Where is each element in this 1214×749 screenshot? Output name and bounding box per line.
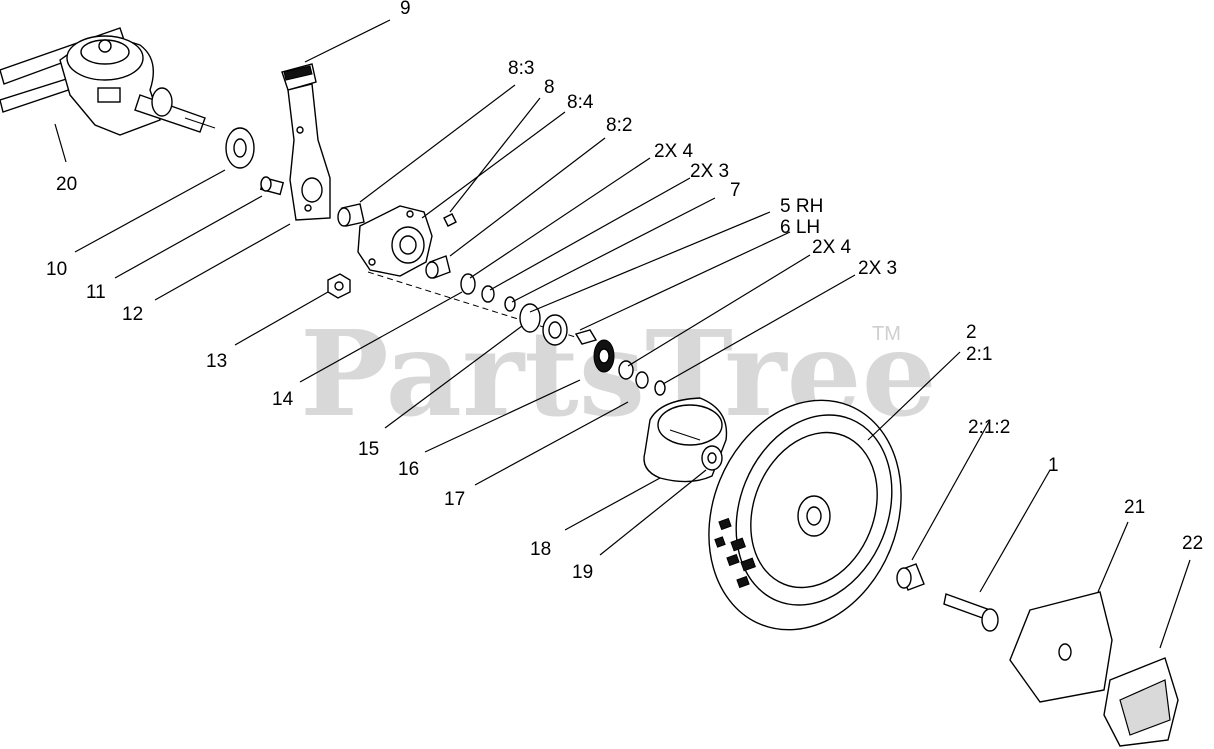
callout-8-3[interactable]: 8:3	[508, 58, 534, 79]
callout-6lh[interactable]: 6 LH	[780, 217, 820, 238]
callout-2-1-2[interactable]: 2:1:2	[968, 417, 1010, 438]
callout-9[interactable]: 9	[400, 0, 411, 19]
callout-5rh[interactable]: 5 RH	[780, 196, 823, 217]
callout-15[interactable]: 15	[358, 439, 379, 460]
callout-19[interactable]: 19	[572, 562, 593, 583]
callout-21[interactable]: 21	[1124, 497, 1145, 518]
callout-2[interactable]: 2	[966, 322, 977, 343]
part-20-transmission[interactable]	[0, 27, 216, 136]
leader-lines	[54, 19, 1191, 649]
watermark-trademark: TM	[872, 323, 901, 345]
part-8-2-bushing[interactable]	[425, 255, 451, 279]
callout-22[interactable]: 22	[1182, 533, 1203, 554]
part-21-hubcap[interactable]	[1009, 591, 1113, 703]
part-2-wheel[interactable]	[675, 371, 934, 659]
callout-2x4-a[interactable]: 2X 4	[654, 141, 694, 162]
callout-2x4-b[interactable]: 2X 4	[812, 237, 852, 258]
callout-2x3-a[interactable]: 2X 3	[690, 161, 729, 182]
part-8-3-bushing[interactable]	[337, 203, 365, 227]
part-13-nut[interactable]	[327, 273, 351, 299]
callout-12[interactable]: 12	[122, 304, 143, 325]
callout-17[interactable]: 17	[444, 489, 465, 510]
callout-16[interactable]: 16	[398, 459, 419, 480]
part-14-washer[interactable]	[460, 273, 516, 312]
callout-8-4[interactable]: 8:4	[567, 92, 594, 113]
callout-labels: 9 20 8:3 8 8:4 8:2 2X 4 2X 3 7 5 RH 6 LH…	[46, 0, 1203, 583]
part-1-bolt[interactable]	[943, 593, 999, 632]
callout-13[interactable]: 13	[206, 351, 227, 372]
part-15-bearing[interactable]	[519, 303, 568, 346]
callout-7[interactable]: 7	[730, 180, 741, 201]
part-10-washer[interactable]	[225, 127, 255, 169]
tread-pattern	[714, 517, 756, 589]
part-11-bolt[interactable]	[259, 176, 285, 196]
callout-2x3-b[interactable]: 2X 3	[858, 258, 897, 279]
callout-11[interactable]: 11	[86, 282, 106, 303]
part-9-lever[interactable]	[281, 63, 331, 221]
callout-18[interactable]: 18	[530, 539, 551, 560]
part-22-cap[interactable]	[1103, 657, 1179, 747]
part-19-washer[interactable]	[701, 445, 723, 471]
part-16-pinion-gear[interactable]	[574, 329, 615, 373]
callout-10[interactable]: 10	[46, 259, 67, 280]
callout-1[interactable]: 1	[1048, 455, 1059, 476]
callout-8-2[interactable]: 8:2	[606, 115, 632, 136]
part-8-housing[interactable]	[357, 205, 457, 277]
part-2-1-2-bushing[interactable]	[896, 563, 925, 591]
callout-20[interactable]: 20	[56, 174, 77, 195]
callout-8[interactable]: 8	[544, 77, 555, 98]
callout-2-1[interactable]: 2:1	[966, 344, 992, 365]
callout-14[interactable]: 14	[272, 389, 294, 410]
